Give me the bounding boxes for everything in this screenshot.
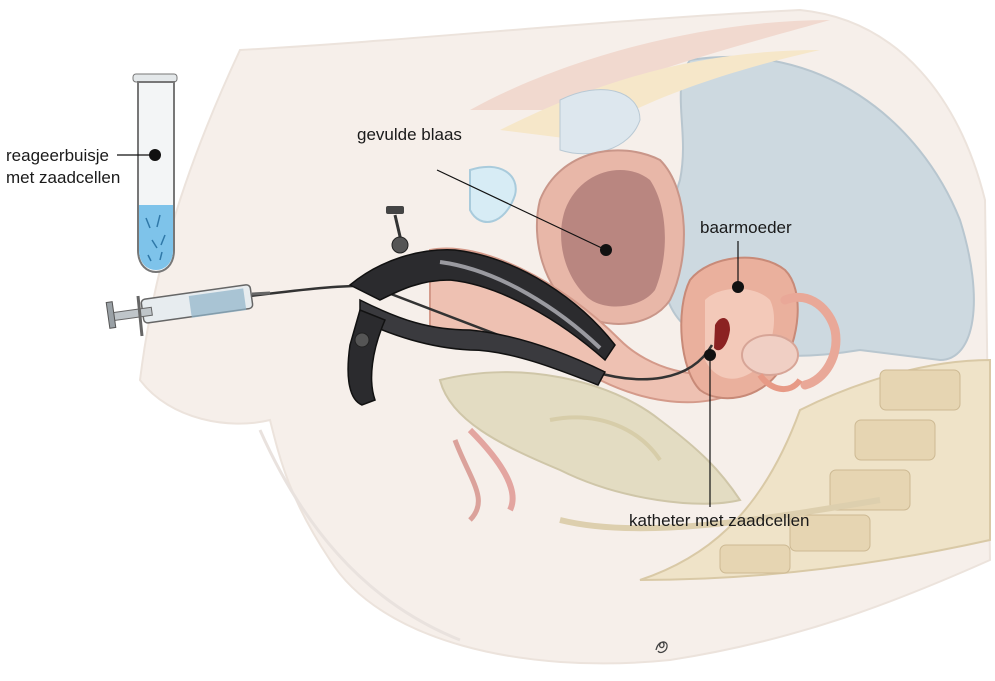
test-tube-label-line2: met zaadcellen [6, 167, 120, 189]
test-tube-label: reageerbuisje met zaadcellen [6, 145, 120, 189]
bladder-label: gevulde blaas [357, 124, 462, 146]
bladder-marker [600, 244, 612, 256]
test-tube-label-line1: reageerbuisje [6, 145, 120, 167]
test-tube-marker [149, 149, 161, 161]
artist-signature [652, 636, 674, 658]
test-tube-icon [133, 74, 177, 272]
catheter-label: katheter met zaadcellen [629, 510, 810, 532]
uterus-label: baarmoeder [700, 217, 792, 239]
catheter-marker [704, 349, 716, 361]
uterus-marker [732, 281, 744, 293]
